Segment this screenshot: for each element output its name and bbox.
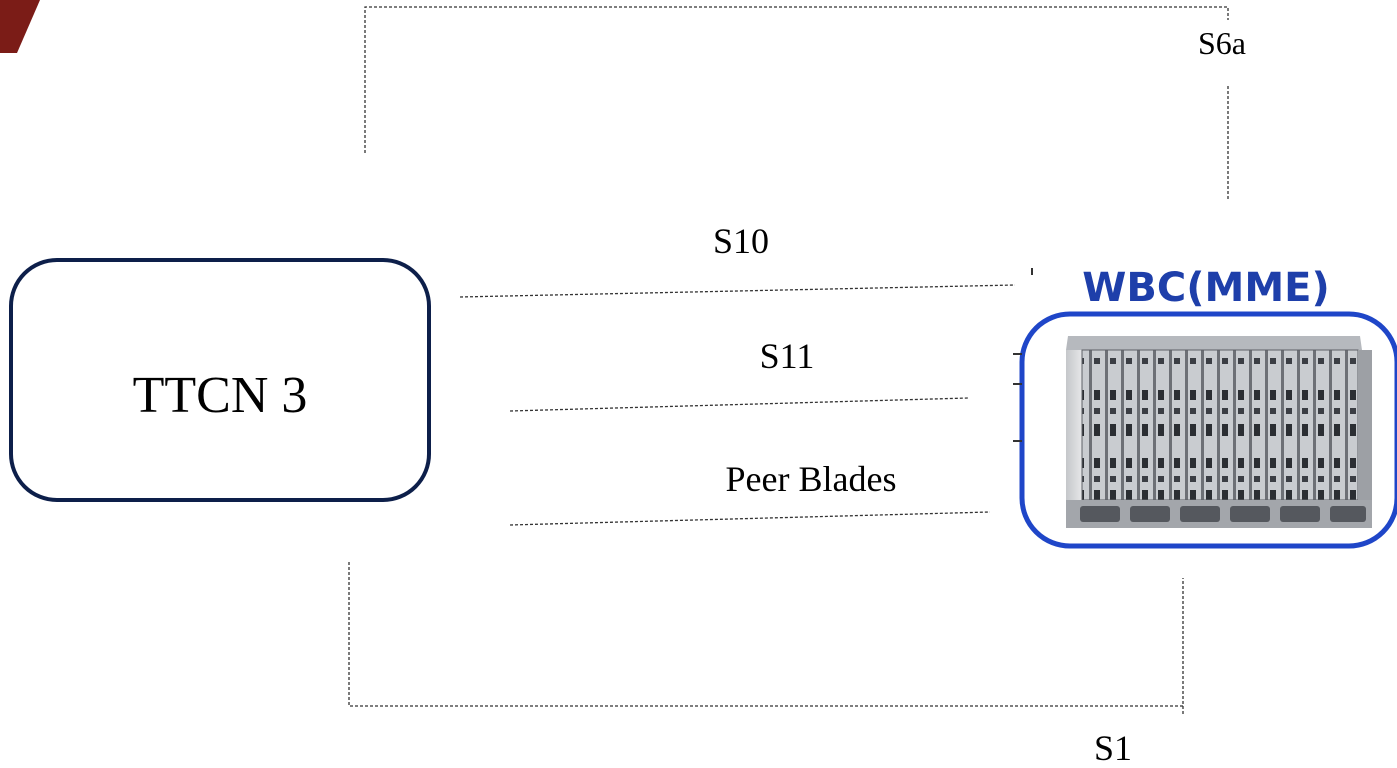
s1-connector-line (348, 562, 1184, 707)
ttcn3-node-box (9, 258, 431, 502)
s6a-label: S6a (1198, 25, 1246, 61)
ttcn3-node-label: TTCN 3 (133, 367, 308, 424)
wbc-mme-node: WBC(MME) (1013, 265, 1397, 549)
peer-blades-label: Peer Blades (726, 459, 897, 499)
s10-label: S10 (713, 221, 769, 261)
s6a-connector-line (364, 6, 1229, 153)
corner-accent-shape (0, 0, 40, 53)
wbc-mme-title: WBC(MME) (1082, 265, 1329, 311)
s11-label: S11 (760, 336, 815, 376)
s11-connector-line (509, 397, 969, 412)
server-chassis-icon (1066, 336, 1372, 528)
s1-label: S1 (1094, 728, 1132, 768)
peer-blades-connector-line (509, 511, 991, 526)
s10-connector-line (459, 284, 1016, 298)
